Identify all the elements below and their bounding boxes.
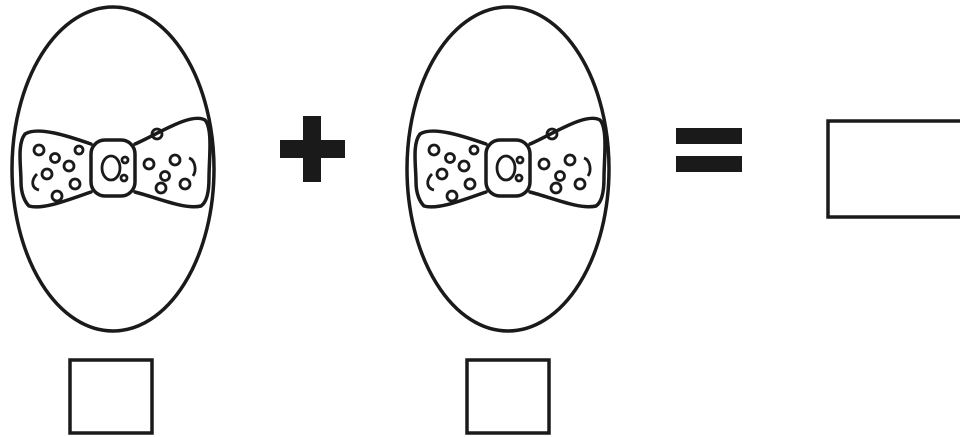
bow-tie-icon (20, 118, 210, 207)
count-answer-box-two[interactable] (467, 360, 549, 433)
bow-tie-icon (415, 118, 605, 207)
sum-answer-box[interactable] (828, 121, 960, 217)
equals-label: = (0, 0, 1, 1)
equals-sign: = (0, 0, 742, 172)
oval-frame (12, 7, 214, 331)
group-one (12, 7, 214, 331)
oval-frame (407, 7, 609, 331)
count-answer-box-one[interactable] (70, 360, 152, 433)
operator-label: + (0, 0, 1, 1)
group-two (407, 7, 609, 331)
